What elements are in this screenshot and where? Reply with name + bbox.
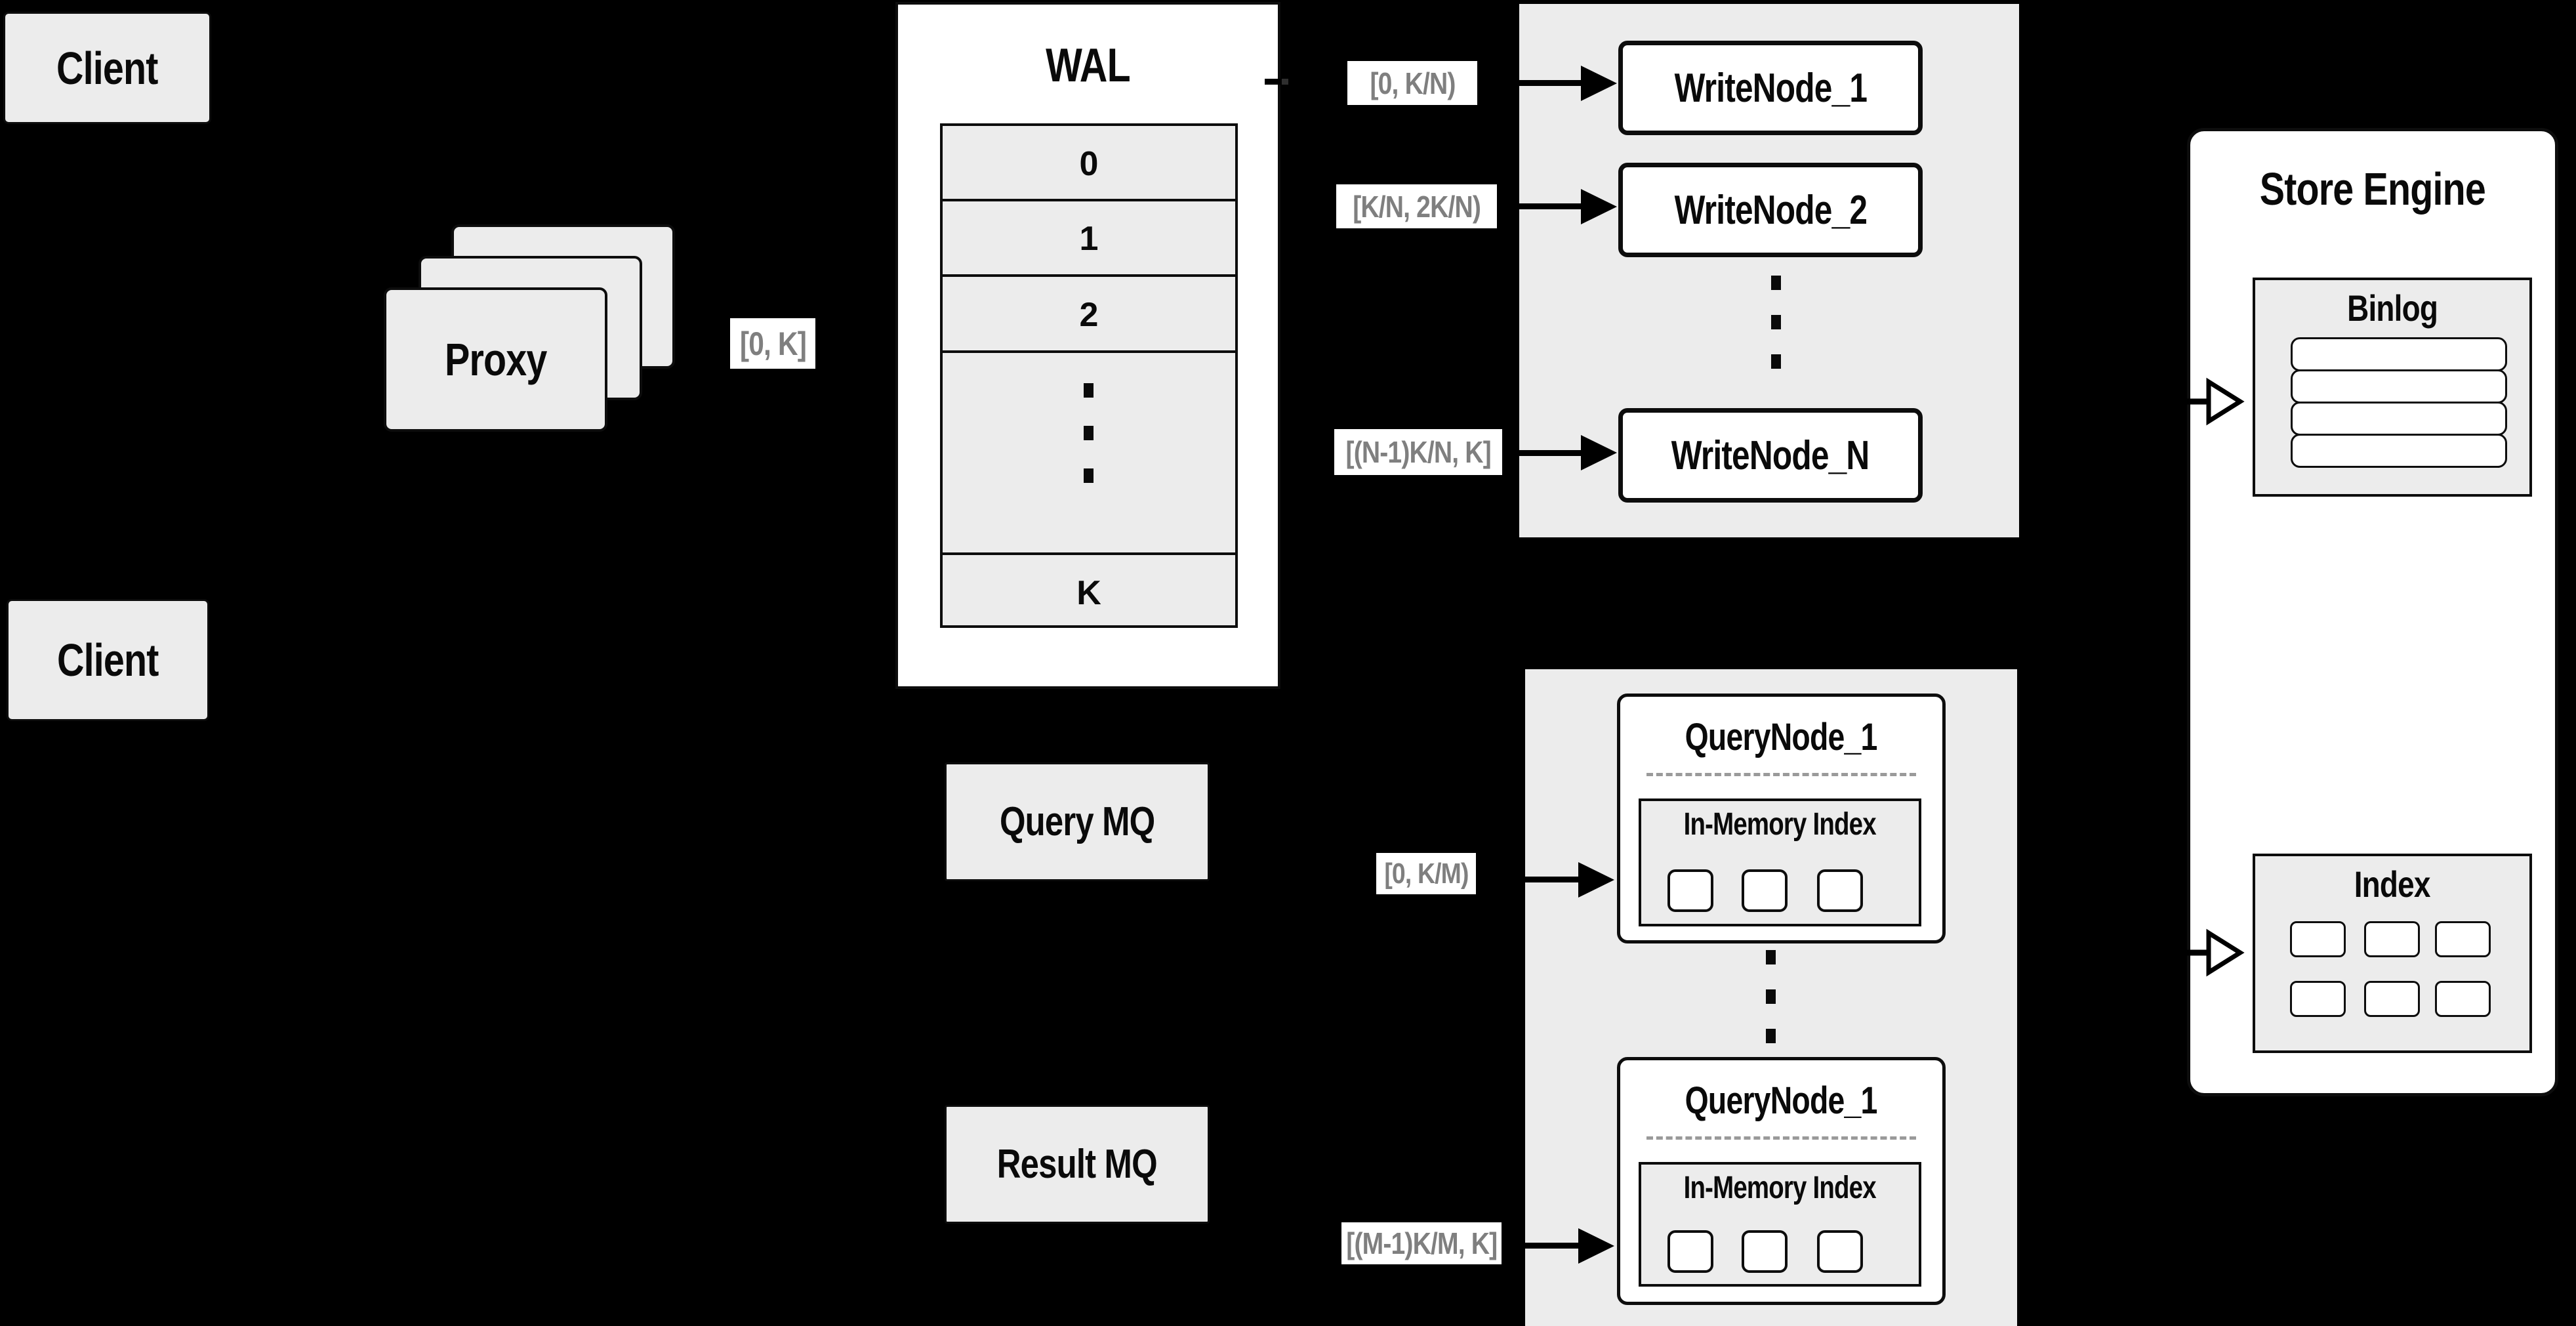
- range-label-proxy-to-wal: [0, K]: [730, 318, 815, 369]
- index-box: Index: [2253, 854, 2532, 1053]
- range-label-writenode-n-text: [(N-1)K/N, K]: [1345, 435, 1491, 469]
- client-node-top: Client: [3, 12, 211, 124]
- index-cell: [2435, 981, 2491, 1017]
- client-bottom-label: Client: [57, 634, 159, 686]
- range-label-querynode-1: [0, K/M): [1376, 853, 1476, 894]
- arrow-head-icon: [1578, 1228, 1614, 1264]
- in-memory-index-title-text: In-Memory Index: [1683, 807, 1877, 842]
- wal-row-1: 1: [1079, 220, 1099, 258]
- querynode-top-title: QueryNode_1: [1620, 715, 1942, 759]
- query-mq-box: Query MQ: [945, 762, 1210, 881]
- arrow-line: [1509, 450, 1582, 456]
- memory-segment-cell: [1817, 869, 1863, 912]
- client-top-label: Client: [56, 42, 158, 94]
- client-node-bottom: Client: [7, 599, 209, 721]
- range-label-writenode-1-text: [0, K/N): [1369, 66, 1456, 100]
- binlog-row: [2291, 337, 2507, 371]
- binlog-row: [2291, 434, 2507, 468]
- querynode-top-title-text: QueryNode_1: [1685, 716, 1878, 758]
- store-engine-title-text: Store Engine: [2259, 163, 2486, 215]
- querynode-bottom: QueryNode_1 In-Memory Index: [1617, 1057, 1946, 1305]
- arrow-head-icon: [1581, 66, 1617, 101]
- wal-row-0: 0: [1079, 145, 1099, 183]
- writenode-2-label: WriteNode_2: [1674, 187, 1867, 233]
- range-label-querynode-m: [(M-1)K/M, K]: [1341, 1222, 1502, 1264]
- query-mq-label: Query MQ: [999, 799, 1155, 844]
- index-title-text: Index: [2354, 863, 2431, 905]
- store-engine-panel: Store Engine Binlog Index: [2187, 128, 2558, 1096]
- querynode-bottom-title: QueryNode_1: [1620, 1079, 1942, 1123]
- index-title: Index: [2255, 863, 2529, 905]
- index-cell: [2435, 921, 2491, 957]
- wal-row-divider: [943, 274, 1235, 277]
- in-memory-index-box: In-Memory Index: [1639, 798, 1921, 926]
- memory-segment-cell: [1742, 1230, 1788, 1273]
- arrow-line: [1481, 877, 1580, 882]
- in-memory-index-title-text: In-Memory Index: [1683, 1171, 1877, 1205]
- range-label-writenode-2: [K/N, 2K/N): [1336, 184, 1497, 228]
- range-label-writenode-2-text: [K/N, 2K/N): [1353, 189, 1481, 224]
- arrow-line: [1503, 203, 1582, 209]
- wal-table: 0 1 2 K: [940, 123, 1238, 628]
- memory-segment-cell: [1667, 1230, 1713, 1273]
- binlog-title: Binlog: [2255, 287, 2529, 329]
- arrow-line: [1507, 1243, 1580, 1249]
- binlog-title-text: Binlog: [2347, 287, 2438, 329]
- wal-outgoing-line-stub: [1265, 79, 1282, 85]
- querynode-top: QueryNode_1 In-Memory Index: [1617, 694, 1946, 943]
- range-label-querynode-m-text: [(M-1)K/M, K]: [1345, 1226, 1498, 1260]
- result-mq-label: Result MQ: [996, 1142, 1158, 1187]
- writenode-2: WriteNode_2: [1618, 163, 1923, 257]
- memory-segment-cell: [1817, 1230, 1863, 1273]
- proxy-label: Proxy: [444, 334, 547, 385]
- wal-title-text: WAL: [1046, 39, 1131, 92]
- dashed-divider: [1646, 773, 1916, 776]
- querynode-bottom-title-text: QueryNode_1: [1685, 1079, 1878, 1122]
- result-mq-box: Result MQ: [945, 1105, 1210, 1224]
- wal-row-divider: [943, 350, 1235, 353]
- writenode-1: WriteNode_1: [1618, 41, 1923, 135]
- arrow-head-icon: [1578, 862, 1614, 898]
- binlog-row: [2291, 369, 2507, 404]
- memory-segment-cell: [1742, 869, 1788, 912]
- range-label-proxy-to-wal-text: [0, K]: [739, 325, 806, 362]
- arrow-line: [1484, 80, 1582, 86]
- open-arrow-to-binlog-icon: [2135, 377, 2245, 426]
- range-label-writenode-n: [(N-1)K/N, K]: [1334, 429, 1502, 475]
- arrow-head-icon: [1581, 189, 1617, 224]
- index-cell: [2364, 921, 2420, 957]
- open-arrow-to-index-icon: [2135, 928, 2245, 977]
- arrow-head-icon: [1581, 435, 1617, 470]
- index-cell: [2364, 981, 2420, 1017]
- in-memory-index-title: In-Memory Index: [1641, 1170, 1919, 1206]
- store-engine-title: Store Engine: [2190, 163, 2555, 215]
- wal-outgoing-line-stub-fade: [1282, 79, 1288, 85]
- range-label-querynode-1-text: [0, K/M): [1383, 857, 1469, 890]
- range-label-writenode-1: [0, K/N): [1347, 61, 1477, 105]
- index-cell: [2290, 981, 2346, 1017]
- wal-row-divider: [943, 552, 1235, 555]
- writenode-n-label: WriteNode_N: [1671, 432, 1870, 478]
- in-memory-index-box: In-Memory Index: [1639, 1162, 1921, 1287]
- binlog-row: [2291, 402, 2507, 436]
- writenode-n: WriteNode_N: [1618, 408, 1923, 503]
- wal-title: WAL: [898, 39, 1278, 93]
- proxy-card-front: Proxy: [384, 287, 607, 432]
- in-memory-index-title: In-Memory Index: [1641, 806, 1919, 842]
- index-cell: [2290, 921, 2346, 957]
- binlog-box: Binlog: [2253, 278, 2532, 497]
- dashed-divider: [1646, 1136, 1916, 1140]
- wal-row-divider: [943, 199, 1235, 201]
- wal-row-k: K: [1076, 574, 1101, 612]
- writenode-1-label: WriteNode_1: [1674, 65, 1867, 111]
- memory-segment-cell: [1667, 869, 1713, 912]
- wal-row-2: 2: [1079, 296, 1099, 334]
